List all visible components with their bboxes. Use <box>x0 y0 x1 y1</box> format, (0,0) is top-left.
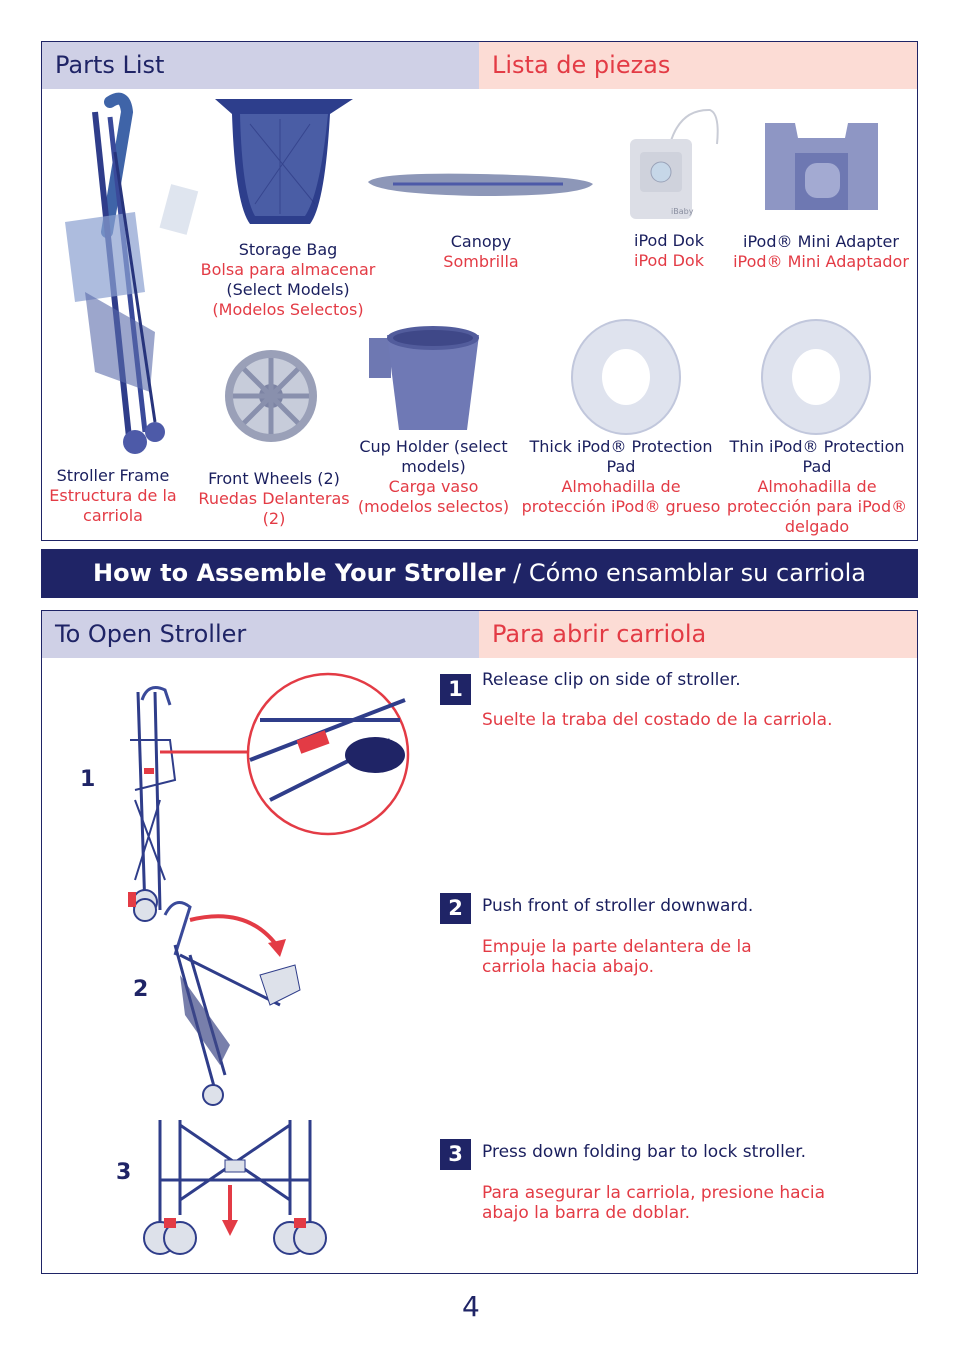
part-label-ipod-mini-adapter: iPod® Mini Adapter iPod® Mini Adaptador <box>726 232 916 272</box>
step-text: Push front of stroller downward. <box>482 896 754 916</box>
part-name: Thick iPod® Protection Pad <box>529 437 713 476</box>
open-stroller-panel <box>41 610 918 1274</box>
part-name-es: iPod® Mini Adaptador <box>733 252 909 271</box>
step-number: 1 <box>440 674 471 705</box>
part-name-es: Ruedas Delanteras (2) <box>198 489 350 528</box>
part-name: iPod Dok <box>634 231 704 250</box>
step-text-es-line: abajo la barra de doblar. <box>482 1203 691 1223</box>
figure-2-unfold-stroller <box>128 897 301 1106</box>
part-label-ipod-dok: iPod Dok iPod Dok <box>612 231 726 271</box>
figure-1-folded-stroller <box>128 672 410 915</box>
assemble-banner: How to Assemble Your Stroller / Cómo ens… <box>41 549 918 598</box>
step-text: Press down folding bar to lock stroller. <box>482 1142 807 1162</box>
figure-number: 2 <box>133 977 149 1002</box>
thick-pad-image <box>571 319 681 435</box>
part-name: Canopy <box>450 232 512 251</box>
part-name-es: Sombrilla <box>443 252 519 271</box>
thin-pad-image <box>761 319 871 435</box>
canopy-image <box>368 173 593 196</box>
step-number: 3 <box>440 1139 471 1170</box>
assemble-title-es: Cómo ensamblar su carriola <box>528 559 866 587</box>
part-name: Front Wheels (2) <box>208 469 340 488</box>
part-name-es: Estructura de la carriola <box>49 486 177 525</box>
part-name: Thin iPod® Protection Pad <box>729 437 905 476</box>
part-name: Cup Holder (select models) <box>359 437 508 476</box>
cup-holder-image <box>369 326 479 430</box>
parts-list-title: Parts List <box>42 42 479 89</box>
part-name: iPod® Mini Adapter <box>743 232 899 251</box>
part-name-es: Almohadilla de protección iPod® grueso <box>521 477 721 516</box>
step-text-es-line: Empuje la parte delantera de la <box>482 937 752 957</box>
part-label-stroller-frame: Stroller Frame Estructura de la carriola <box>42 466 184 526</box>
figure-number: 1 <box>80 767 96 792</box>
ipod-mini-adapter-image <box>765 123 878 210</box>
step-text-es-line: carriola hacia abajo. <box>482 957 655 977</box>
storage-bag-image <box>215 99 353 224</box>
part-note-es: (Modelos Selectos) <box>212 300 364 319</box>
step-text-es: Para asegurar la carriola, presione haci… <box>482 1183 825 1223</box>
part-label-storage-bag: Storage Bag Bolsa para almacenar (Select… <box>190 240 386 320</box>
step-text-es-line: Para asegurar la carriola, presione haci… <box>482 1183 826 1203</box>
part-name-es: Almohadilla de protección para iPod® del… <box>726 477 908 536</box>
front-wheel-image <box>225 350 317 442</box>
part-name: Storage Bag <box>238 240 338 259</box>
step-text: Release clip on side of stroller. <box>482 670 741 690</box>
part-name: Stroller Frame <box>56 466 170 485</box>
page-number: 4 <box>462 1290 480 1323</box>
part-label-thick-pad: Thick iPod® Protection Pad Almohadilla d… <box>520 437 722 517</box>
parts-list-panel <box>41 41 918 541</box>
part-label-cup-holder: Cup Holder (select models) Carga vaso (m… <box>356 437 511 517</box>
part-note: (Select Models) <box>226 280 350 299</box>
part-name-es: Bolsa para almacenar <box>200 260 376 279</box>
step-text-es: Empuje la parte delantera de la carriola… <box>482 937 752 977</box>
ipod-dok-image: iBaby <box>630 108 719 219</box>
assemble-title: How to Assemble Your Stroller <box>93 559 506 587</box>
part-label-thin-pad: Thin iPod® Protection Pad Almohadilla de… <box>724 437 910 537</box>
figure-number: 3 <box>116 1160 132 1185</box>
part-label-front-wheels: Front Wheels (2) Ruedas Delanteras (2) <box>194 469 354 529</box>
assemble-separator: / <box>505 559 529 587</box>
parts-list-title-es: Lista de piezas <box>479 42 917 89</box>
step-text-es: Suelte la traba del costado de la carrio… <box>482 710 833 730</box>
part-name-es: iPod Dok <box>634 251 704 270</box>
stroller-frame-image <box>65 92 199 454</box>
part-label-canopy: Canopy Sombrilla <box>420 232 542 272</box>
open-stroller-title-es: Para abrir carriola <box>479 611 917 658</box>
part-name-es: Carga vaso (modelos selectos) <box>357 477 510 516</box>
figure-3-lock-stroller <box>143 1120 327 1255</box>
step-number: 2 <box>440 893 471 924</box>
ipod-dok-device-label: iBaby <box>671 207 694 216</box>
open-stroller-title: To Open Stroller <box>42 611 479 658</box>
